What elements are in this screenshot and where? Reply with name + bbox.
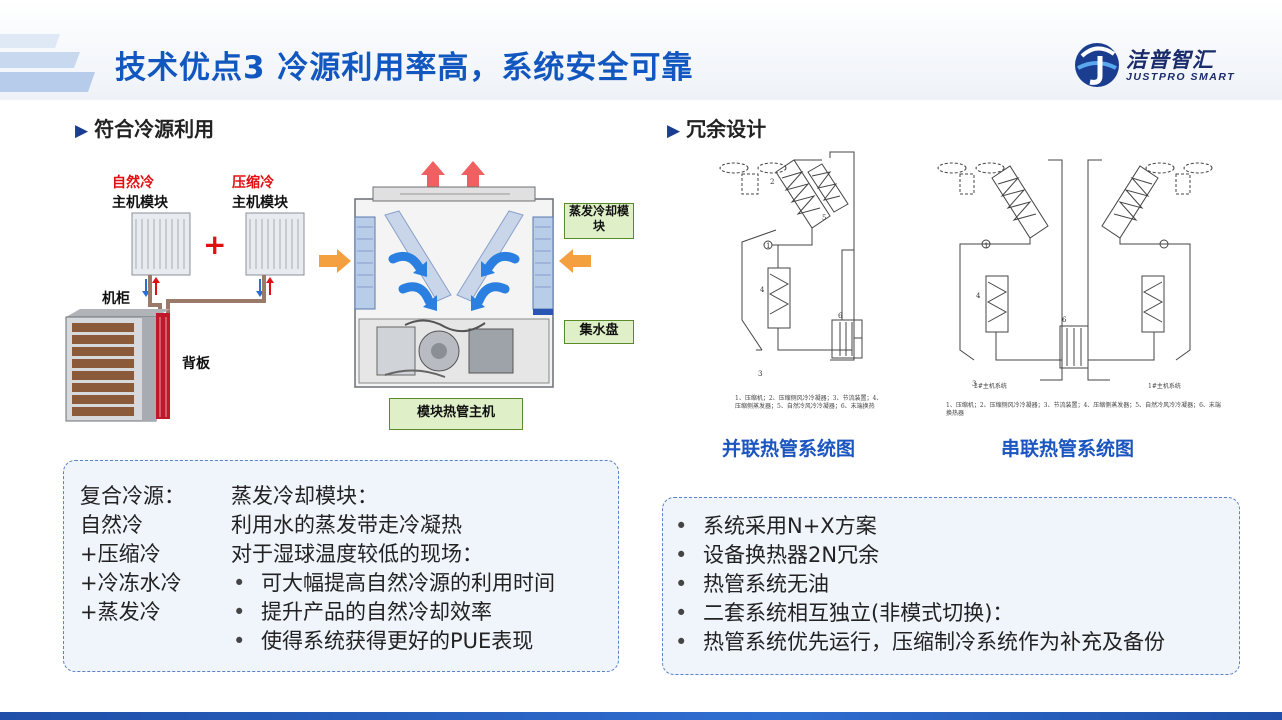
svg-text:4: 4 xyxy=(760,286,765,294)
right-section-title-text: 冗余设计 xyxy=(686,117,767,141)
list-item: 系统采用N+X方案 xyxy=(673,512,1165,541)
composite-line: +压缩冷 xyxy=(80,542,161,566)
composite-cooling-column: 复合冷源： 自然冷 +压缩冷 +冷冻水冷 +蒸发冷 xyxy=(80,482,185,627)
logo-subtitle: JUSTPRO SMART xyxy=(1126,71,1236,83)
footer-bar xyxy=(0,712,1282,720)
composite-line: +冷冻水冷 xyxy=(80,571,182,595)
serial-caption: 串联热管系统图 xyxy=(1001,438,1135,460)
right-section-title: ▶冗余设计 xyxy=(667,113,766,142)
svg-text:6: 6 xyxy=(838,312,843,320)
composite-line: +蒸发冷 xyxy=(80,600,161,624)
redundancy-bullet-list: 系统采用N+X方案 设备换热器2N冗余 热管系统无油 二套系统相互独立(非模式切… xyxy=(673,512,1165,657)
list-item: 热管系统无油 xyxy=(673,570,1165,599)
slide-title: 技术优点3 冷源利用率高，系统安全可靠 xyxy=(115,50,694,86)
evap-line: 对于湿球温度较低的现场： xyxy=(231,542,483,566)
left-section-title-text: 符合冷源利用 xyxy=(94,117,215,141)
svg-text:1: 1 xyxy=(984,242,988,250)
evap-line: 蒸发冷却模块： xyxy=(231,484,378,508)
triangle-bullet-icon: ▶ xyxy=(75,121,89,141)
serial-heat-pipe-diagram: 1 4 6 3 xyxy=(937,159,1213,388)
host-module-label-1: 主机模块 xyxy=(112,195,168,211)
back-panel-label: 背板 xyxy=(182,356,210,372)
svg-text:1: 1 xyxy=(766,242,770,250)
evap-description-column: 蒸发冷却模块： 利用水的蒸发带走冷凝热 对于湿球温度较低的现场： 可大幅提高自然… xyxy=(231,482,555,656)
list-item: 设备换热器2N冗余 xyxy=(673,541,1165,570)
list-item: 热管系统优先运行，压缩制冷系统作为补充及备份 xyxy=(673,628,1165,657)
svg-text:3: 3 xyxy=(758,370,762,378)
composite-line: 复合冷源： xyxy=(80,484,185,508)
parallel-heat-pipe-diagram: 1 4 5 6 3 2 xyxy=(719,151,863,378)
water-tray-label: 集水盘 xyxy=(564,320,634,344)
cooling-system-illustration xyxy=(65,212,305,422)
svg-text:3: 3 xyxy=(972,380,976,388)
natural-cool-label: 自然冷 xyxy=(112,175,154,191)
serial-diagram-note: 1、压缩机；2、压缩侧风冷冷凝器；3、节流装置；4、压缩侧蒸发器；5、自然冷风冷… xyxy=(946,402,1221,417)
list-item: 二套系统相互独立(非模式切换)： xyxy=(673,599,1165,628)
heat-pipe-unit-illustration xyxy=(319,161,591,388)
evap-bullet-list: 可大幅提高自然冷源的利用时间 提升产品的自然冷却效率 使得系统获得更好的PUE表… xyxy=(231,569,555,656)
compress-cool-label: 压缩冷 xyxy=(232,175,274,191)
svg-text:5: 5 xyxy=(822,214,826,222)
left-section-title: ▶符合冷源利用 xyxy=(75,113,214,142)
parallel-caption: 并联热管系统图 xyxy=(722,438,856,460)
svg-text:4: 4 xyxy=(976,292,981,300)
composite-line: 自然冷 xyxy=(80,513,143,537)
unit-caption: 模块热管主机 xyxy=(389,398,523,430)
cabinet-label: 机柜 xyxy=(102,291,130,307)
triangle-bullet-icon: ▶ xyxy=(667,121,681,141)
svg-text:6: 6 xyxy=(1062,316,1067,324)
parallel-diagram-note: 1、压缩机；2、压缩侧风冷冷凝器；3、节流装置；4、压缩侧蒸发器；5、自然冷风冷… xyxy=(735,395,883,410)
header-band xyxy=(0,0,1282,100)
evap-module-label: 蒸发冷却模块 xyxy=(564,203,634,239)
serial-diagram-label-2: 2#主机系统 xyxy=(974,383,1007,390)
header-decoration xyxy=(0,34,95,92)
logo-name: 洁普智汇 xyxy=(1126,48,1214,72)
logo-icon xyxy=(1075,43,1119,87)
evap-line: 利用水的蒸发带走冷凝热 xyxy=(231,513,462,537)
serial-diagram-label-1: 1#主机系统 xyxy=(1148,383,1181,390)
host-module-label-2: 主机模块 xyxy=(232,195,288,211)
plus-sign: + xyxy=(203,228,227,261)
svg-text:2: 2 xyxy=(770,178,774,186)
list-item: 提升产品的自然冷却效率 xyxy=(231,598,555,627)
list-item: 使得系统获得更好的PUE表现 xyxy=(231,627,555,656)
list-item: 可大幅提高自然冷源的利用时间 xyxy=(231,569,555,598)
